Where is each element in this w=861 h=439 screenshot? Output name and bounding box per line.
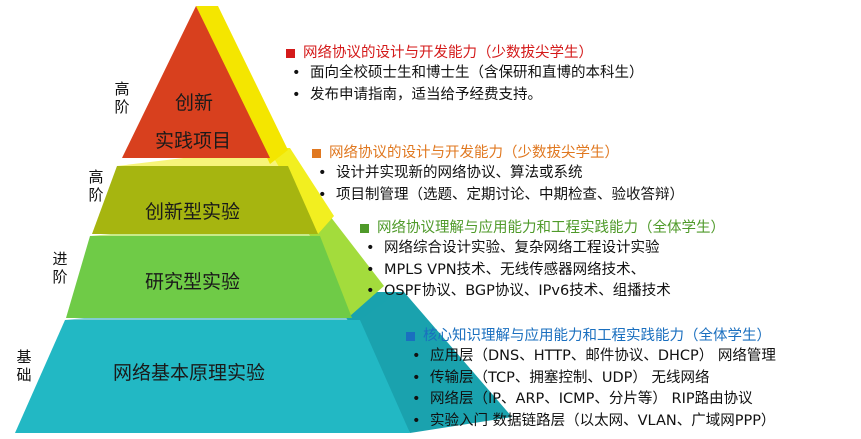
- level-label-1: 高阶: [114, 80, 130, 116]
- tier1-front-face: [122, 6, 270, 158]
- level-label-2: 高阶: [88, 168, 104, 204]
- desc-block-1: 网络协议的设计与开发能力（少数拔尖学生） 面向全校硕士生和博士生（含保研和直博的…: [286, 43, 644, 106]
- desc-block-4-heading: 核心知识理解与应用能力和工程实践能力（全体学生）: [406, 326, 776, 346]
- tier1-label-line1: 创新: [175, 92, 214, 114]
- tier2-front-face: [92, 166, 318, 234]
- desc-block-3-heading-text: 网络协议理解与应用能力和工程实践能力（全体学生）: [377, 220, 725, 236]
- square-bullet-icon: [312, 148, 321, 158]
- desc-block-2-heading-text: 网络协议的设计与开发能力（少数拔尖学生）: [329, 145, 619, 161]
- list-item: 设计并实现新的网络协议、算法或系统: [312, 163, 684, 185]
- list-item: 面向全校硕士生和博士生（含保研和直博的本科生）: [286, 63, 644, 85]
- square-bullet-icon: [360, 223, 369, 233]
- list-item: 网络层（IP、ARP、ICMP、分片等） RIP路由协议: [406, 389, 776, 411]
- list-item: 发布申请指南，适当给予经费支持。: [286, 85, 644, 107]
- list-item: 项目制管理（选题、定期讨论、中期检查、验收答辩）: [312, 185, 684, 207]
- desc-block-1-list: 面向全校硕士生和博士生（含保研和直博的本科生） 发布申请指南，适当给予经费支持。: [286, 63, 644, 106]
- desc-block-3: 网络协议理解与应用能力和工程实践能力（全体学生） 网络综合设计实验、复杂网络工程…: [360, 218, 725, 303]
- list-item: 实验入门 数据链路层（以太网、VLAN、广域网PPP）: [406, 411, 776, 433]
- list-item: MPLS VPN技术、无线传感器网络技术、: [360, 260, 725, 282]
- list-item: 网络综合设计实验、复杂网络工程设计实验: [360, 238, 725, 260]
- square-bullet-icon: [286, 48, 295, 58]
- desc-block-1-heading-text: 网络协议的设计与开发能力（少数拔尖学生）: [303, 45, 593, 61]
- desc-block-2-list: 设计并实现新的网络协议、算法或系统 项目制管理（选题、定期讨论、中期检查、验收答…: [312, 163, 684, 206]
- tier3-label: 研究型实验: [145, 271, 241, 293]
- desc-block-1-heading: 网络协议的设计与开发能力（少数拔尖学生）: [286, 43, 644, 63]
- list-item: OSPF协议、BGP协议、IPv6技术、组播技术: [360, 281, 725, 303]
- desc-block-2: 网络协议的设计与开发能力（少数拔尖学生） 设计并实现新的网络协议、算法或系统 项…: [312, 143, 684, 206]
- tier2-label: 创新型实验: [145, 201, 241, 223]
- tier1-side-face: [196, 6, 288, 164]
- desc-block-2-heading: 网络协议的设计与开发能力（少数拔尖学生）: [312, 143, 684, 163]
- tier4-label: 网络基本原理实验: [113, 362, 266, 384]
- list-item: 传输层（TCP、拥塞控制、UDP） 无线网络: [406, 368, 776, 390]
- level-label-4: 基础: [16, 348, 32, 384]
- level-label-3: 进阶: [52, 250, 68, 286]
- desc-block-3-heading: 网络协议理解与应用能力和工程实践能力（全体学生）: [360, 218, 725, 238]
- desc-block-4: 核心知识理解与应用能力和工程实践能力（全体学生） 应用层（DNS、HTTP、邮件…: [406, 326, 776, 432]
- list-item: 应用层（DNS、HTTP、邮件协议、DHCP） 网络管理: [406, 346, 776, 368]
- tier1-label-line2: 实践项目: [155, 130, 232, 152]
- desc-block-4-list: 应用层（DNS、HTTP、邮件协议、DHCP） 网络管理 传输层（TCP、拥塞控…: [406, 346, 776, 432]
- tier4-front-face: [15, 320, 410, 433]
- square-bullet-icon: [406, 331, 415, 341]
- tier3-front-face: [66, 236, 352, 318]
- desc-block-4-heading-text: 核心知识理解与应用能力和工程实践能力（全体学生）: [423, 328, 771, 344]
- desc-block-3-list: 网络综合设计实验、复杂网络工程设计实验 MPLS VPN技术、无线传感器网络技术…: [360, 238, 725, 303]
